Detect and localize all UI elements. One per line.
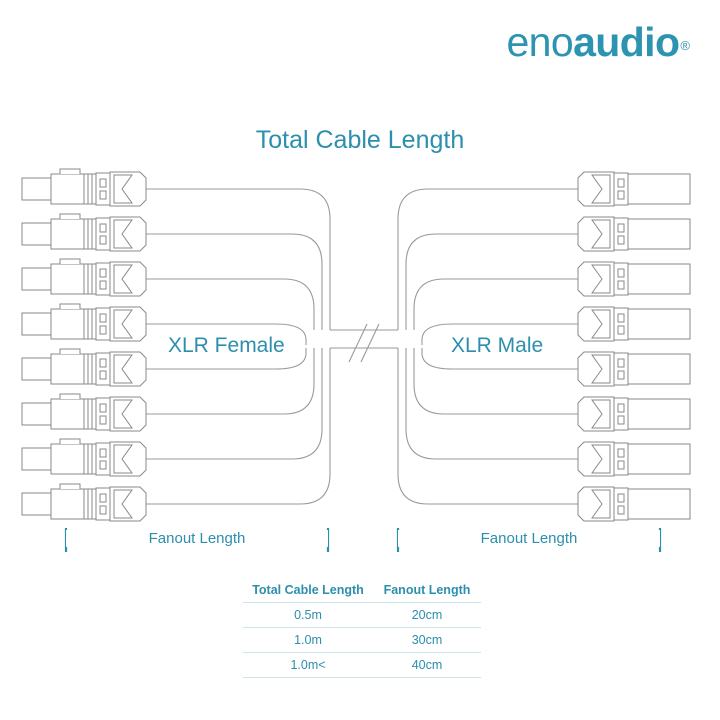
table-row: 0.5m 20cm [243, 602, 481, 628]
cell-total-length: 1.0m< [243, 652, 373, 678]
fanout-left-label: Fanout Length [66, 530, 328, 547]
cell-fanout-length: 40cm [373, 652, 481, 678]
brand-name-light: eno [506, 19, 574, 65]
table-row: 1.0m< 40cm [243, 652, 481, 678]
column-header-fanout-length: Fanout Length [373, 580, 481, 603]
table-header-row: Total Cable Length Fanout Length [243, 580, 481, 603]
cell-fanout-length: 30cm [373, 627, 481, 653]
table-row: 1.0m 30cm [243, 627, 481, 653]
column-header-total-length: Total Cable Length [243, 580, 373, 603]
xlr-male-label: XLR Male [443, 332, 552, 360]
brand-name-bold: audio [573, 19, 680, 65]
cable-trunk [330, 329, 398, 349]
cable-bundle-right [397, 188, 578, 505]
cell-total-length: 1.0m [243, 627, 373, 653]
brand-logo: enoaudio® [506, 22, 690, 63]
cable-break-icon [348, 323, 380, 363]
xlr-female-label: XLR Female [160, 332, 293, 360]
xlr-male-connectors [577, 171, 691, 522]
cell-fanout-length: 20cm [373, 602, 481, 628]
xlr-female-connectors [21, 168, 147, 522]
fanout-right-label: Fanout Length [398, 530, 660, 547]
registered-trademark-icon: ® [680, 37, 690, 53]
total-length-label: Total Cable Length [0, 126, 720, 155]
cell-total-length: 0.5m [243, 602, 373, 628]
spec-table: Total Cable Length Fanout Length 0.5m 20… [243, 580, 481, 678]
cable-bundle-left [146, 188, 331, 505]
